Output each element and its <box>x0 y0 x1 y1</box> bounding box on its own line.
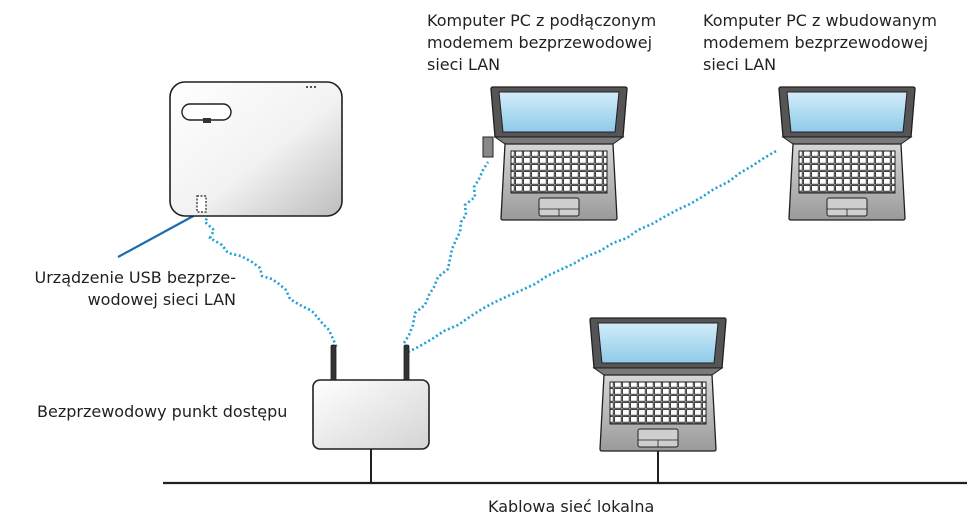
wireless-link-dongle-pc <box>402 161 490 344</box>
label-usb-device: Urządzenie USB bezprze- wodowej sieci LA… <box>34 268 236 309</box>
laptop-with-usb-modem <box>482 86 628 221</box>
wireless-link-projector <box>202 210 339 349</box>
wireless-links <box>202 148 779 354</box>
label-wired-lan: Kablowa sieć lokalna <box>488 497 655 516</box>
usb-modem-dongle <box>482 136 494 158</box>
wireless-link-builtin-pc <box>407 148 779 354</box>
wired-lan-cable <box>163 449 967 485</box>
laptop-with-builtin-modem <box>778 86 916 221</box>
projector <box>169 81 343 217</box>
label-pc-builtin-modem: Komputer PC z wbudowanym modemem bezprze… <box>703 11 937 74</box>
label-access-point: Bezprzewodowy punkt dostępu <box>37 402 288 421</box>
usb-wireless-module <box>196 195 207 213</box>
usb-device-pointer <box>117 213 198 258</box>
laptop-wired <box>589 317 727 452</box>
label-pc-usb-modem: Komputer PC z podłączonym modemem bezprz… <box>427 11 657 74</box>
wireless-access-point <box>312 344 430 450</box>
